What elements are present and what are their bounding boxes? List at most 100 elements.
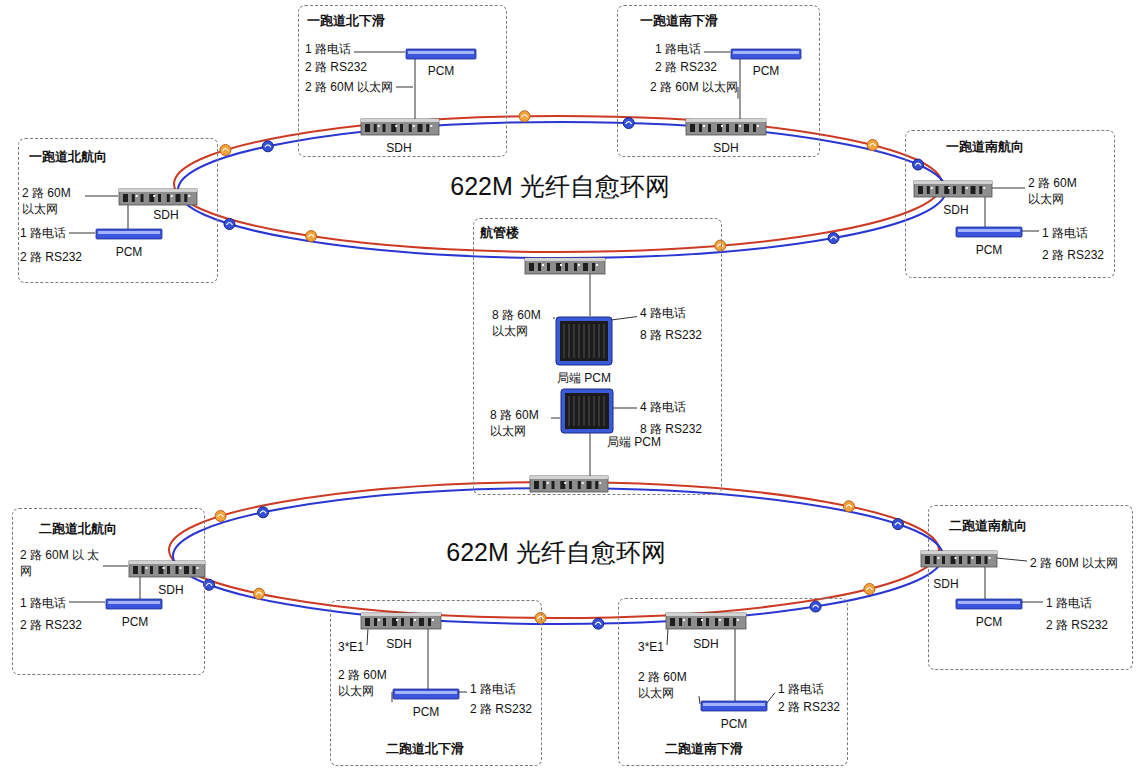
sdh-led [931,187,933,189]
pcm-panel [560,321,608,361]
device-image [731,49,801,59]
sdh-slot [925,556,930,564]
port-label: 2 路 RS232 [655,60,717,76]
ring-marker [215,511,226,522]
pcm-device: PCM [956,599,1022,609]
device-label: SDH [943,203,968,218]
sdh-led [153,195,155,197]
sdh-slot [184,566,189,574]
sdh-slot [944,186,949,194]
pcm-device: PCM [956,227,1022,237]
port-label: 4 路电话 [640,400,686,416]
ring-marker-arrow [895,523,901,526]
sdh-slot [428,618,431,626]
sdh-led [683,619,685,621]
port-label: 2 路 60M 以太网 [22,186,82,217]
sdh-slot [976,556,981,564]
sdh-body [530,476,608,492]
site-title: 航管楼 [480,225,519,241]
sdh-led [171,195,173,197]
device-image [556,317,612,365]
sdh-slot [690,124,695,132]
sdh-led [378,125,380,127]
sdh-slot [971,186,976,194]
sdh-slot [744,124,749,132]
leader-line [704,52,730,53]
sdh-slot [985,556,988,564]
leader-line [85,196,118,197]
sdh-slot [936,186,939,194]
leader-line [458,692,467,693]
port-label: 8 路 60M 以太网 [490,408,548,439]
sdh-top [921,551,997,554]
sdh-top [666,613,746,616]
sdh-top [119,189,197,192]
device-image [406,49,476,59]
leader-line [392,692,393,702]
leader-line [1021,231,1039,232]
sdh-slot [167,566,170,574]
sdh-device [525,258,605,274]
ring-blue [178,122,946,258]
pcm-strip [408,51,474,54]
sdh-slot [176,566,179,574]
pcm-card [594,396,595,426]
ring-marker [867,139,878,150]
site-title: 一跑道北下滑 [307,13,385,29]
pcm-body [106,599,162,609]
ring-marker-arrow [595,622,601,625]
ring-marker [204,579,215,590]
sdh-device [530,476,608,492]
device-label: PCM [721,717,748,732]
ring-marker-arrow [915,163,921,166]
ring-marker [864,584,875,595]
ring-marker [623,118,634,129]
sdh-led [719,619,721,621]
ring-marker [892,519,903,530]
port-label: 1 路电话 [655,42,701,58]
port-label: 2 路 60M 以太网 [638,670,696,701]
sdh-led [721,125,723,127]
ring-marker-arrow [538,616,544,619]
sdh-top [686,119,766,122]
port-label: 2 路 60M 以太网 [338,668,396,699]
device-link [428,629,429,689]
ring-marker-arrow [206,583,212,586]
sdh-led [163,567,165,569]
sdh-slot [365,618,370,626]
ring-marker-arrow [226,223,232,226]
leader-line [69,233,95,234]
sdh-led [757,125,759,127]
pcm-card [564,324,565,358]
port-label: 1 路电话 [778,682,824,698]
port-label: 2 路 60M 以 太网 [20,548,100,579]
sdh-slot [595,481,598,489]
port-label: 8 路 60M 以太网 [492,308,550,339]
leader-line [699,696,700,704]
pcm-device: PCM [393,689,459,699]
ring-marker [258,507,269,518]
port-label: 8 路 RS232 [640,422,702,438]
port-label: 3*E1 [638,640,664,656]
sdh-slot [708,124,711,132]
sdh-led [430,125,432,127]
sdh-body [129,561,205,577]
port-label: 2 路 RS232 [20,618,82,634]
ring-marker-arrow [260,511,266,514]
pcm-chassis [561,389,613,433]
hub-link [590,274,591,316]
sdh-led [136,195,138,197]
sdh-led [703,125,705,127]
site-title: 一跑道南航向 [946,139,1024,155]
sdh-slot [391,124,396,132]
device-label: SDH [693,637,718,652]
leader-line [69,602,105,603]
device-label: PCM [753,64,780,79]
device-image [561,389,613,433]
sdh-slot [951,556,956,564]
sdh-slot [578,481,581,489]
ring-marker-arrow [846,505,852,508]
leader-line [667,628,669,645]
sdh-slot [529,263,534,271]
